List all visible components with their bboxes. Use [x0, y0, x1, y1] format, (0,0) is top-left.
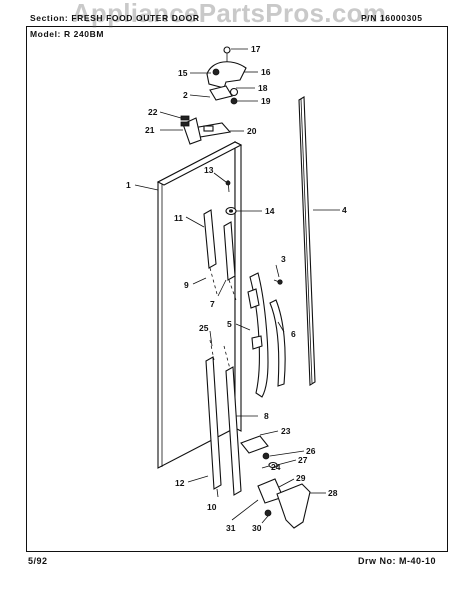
section-value: FRESH FOOD OUTER DOOR: [71, 13, 200, 23]
callout-26: 26: [306, 446, 316, 456]
callout-24: 24: [271, 462, 281, 472]
model-value: R 240BM: [63, 29, 105, 39]
callout-25: 25: [199, 323, 209, 333]
footer-date: 5/92: [28, 556, 48, 566]
callout-9: 9: [184, 280, 189, 290]
watermark: AppliancePartsPros.com: [71, 0, 387, 28]
callout-14: 14: [265, 206, 275, 216]
callout-2: 2: [183, 90, 188, 100]
upper-handle-trim: [203, 209, 237, 301]
callout-28: 28: [328, 488, 338, 498]
diagram-frame: [26, 26, 448, 552]
handle-trim-strip: [269, 299, 286, 387]
drawing-label: Drw No:: [358, 556, 396, 566]
callout-4: 4: [342, 205, 347, 215]
callout-5: 5: [227, 319, 232, 329]
callout-18: 18: [258, 83, 268, 93]
door-handle: [247, 272, 269, 398]
lower-handle-trim: [205, 339, 242, 496]
callout-15: 15: [178, 68, 188, 78]
callout-13: 13: [204, 165, 214, 175]
callout-19: 19: [261, 96, 271, 106]
callout-29: 29: [296, 473, 306, 483]
pn-value: 16000305: [379, 13, 423, 23]
gasket-strip: [298, 96, 316, 386]
callout-20: 20: [247, 126, 257, 136]
pn-label: P/N: [361, 13, 377, 23]
callout-leaders: [134, 48, 340, 524]
model-label: Model:: [30, 29, 61, 39]
callout-8: 8: [264, 411, 269, 421]
bottom-hinge-assembly: [240, 435, 311, 529]
drawing-value: M-40-10: [399, 556, 437, 566]
door-panel: [156, 141, 243, 469]
callout-31: 31: [226, 523, 236, 533]
callout-10: 10: [207, 502, 217, 512]
callout-11: 11: [174, 213, 183, 223]
callout-12: 12: [175, 478, 185, 488]
drawing-number: Drw No: M-40-10: [358, 556, 436, 566]
callout-3: 3: [281, 254, 286, 264]
callout-23: 23: [281, 426, 291, 436]
callout-6: 6: [291, 329, 296, 339]
callout-numbers: 1 2 3 4 5 6 7 8 9 10 11 12 13 14 15 16 1…: [126, 44, 347, 533]
model-title: Model: R 240BM: [30, 29, 104, 39]
part-number: P/N 16000305: [361, 13, 423, 23]
callout-21: 21: [145, 125, 155, 135]
handle-screw: [273, 279, 283, 285]
callout-27: 27: [298, 455, 308, 465]
hinge-bushing: [225, 206, 237, 216]
callout-7: 7: [210, 299, 215, 309]
callout-22: 22: [148, 107, 158, 117]
callout-16: 16: [261, 67, 271, 77]
section-title: Section: FRESH FOOD OUTER DOOR: [30, 13, 200, 23]
section-label: Section:: [30, 13, 69, 23]
callout-1: 1: [126, 180, 131, 190]
top-hinge-assembly: [180, 46, 247, 145]
callout-30: 30: [252, 523, 262, 533]
door-stop-screw: [225, 179, 231, 193]
callout-17: 17: [251, 44, 261, 54]
